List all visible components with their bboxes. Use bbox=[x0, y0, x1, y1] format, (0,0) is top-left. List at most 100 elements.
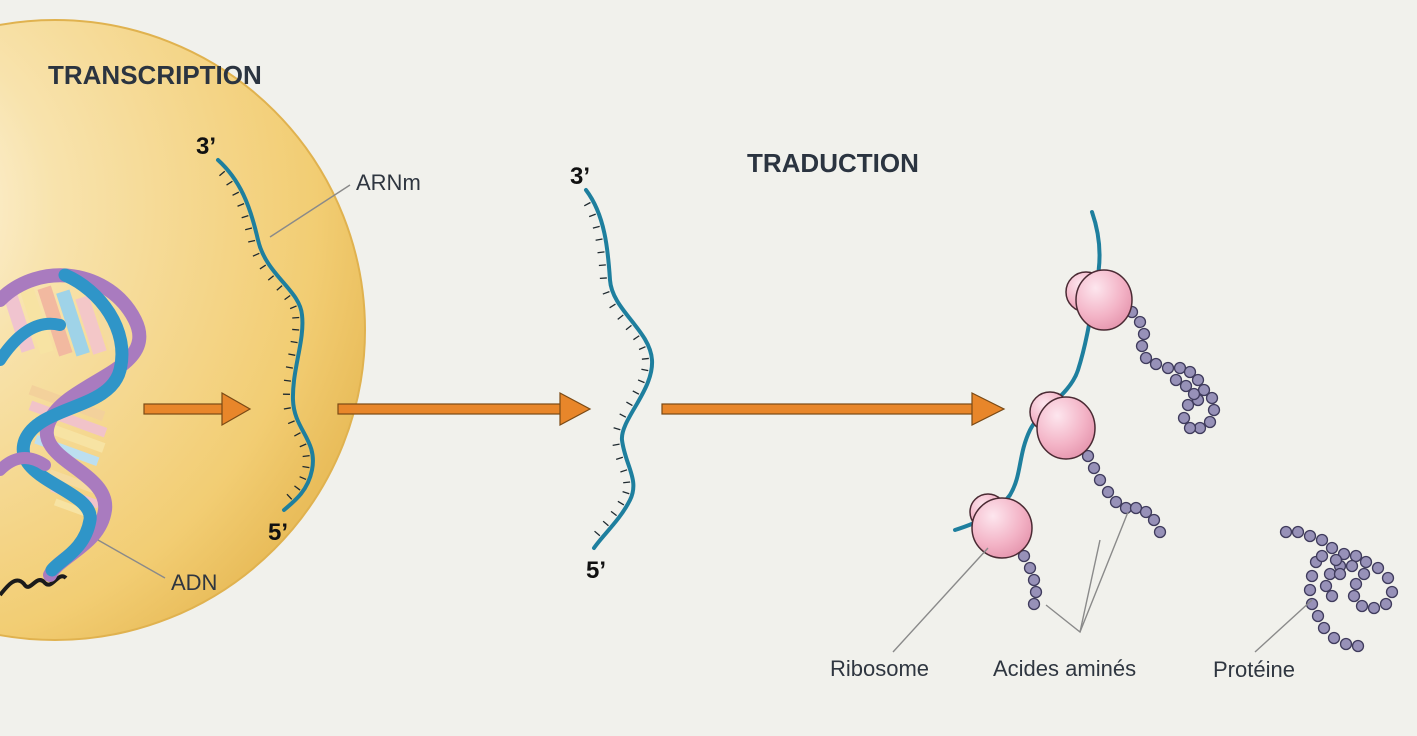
amino-acids-label: Acides aminés bbox=[993, 656, 1136, 681]
protein-bead bbox=[1349, 577, 1363, 591]
arrow-translation bbox=[661, 392, 1006, 426]
nucleotide-tick bbox=[294, 485, 301, 491]
nucleotide-tick bbox=[622, 491, 630, 495]
protein-label: Protéine bbox=[1213, 657, 1295, 682]
amino-acid-bead bbox=[1017, 549, 1031, 563]
nucleotide-tick bbox=[602, 291, 610, 295]
amino-acid-bead bbox=[1137, 327, 1151, 341]
protein-leader bbox=[1254, 599, 1313, 653]
nucleotide-tick bbox=[267, 275, 275, 281]
nucleotide-tick bbox=[283, 379, 292, 382]
ribosome-bottom bbox=[969, 493, 1033, 559]
dna-helix bbox=[0, 268, 147, 597]
protein-bead bbox=[1333, 567, 1347, 581]
arrow-transcription bbox=[143, 391, 252, 427]
amino-acid-bead bbox=[1149, 357, 1163, 371]
amino-acid-bead bbox=[1183, 421, 1197, 435]
protein-bead bbox=[1337, 547, 1351, 561]
protein-bead bbox=[1305, 569, 1319, 583]
protein-bead bbox=[1279, 525, 1293, 539]
amino-acid-bead bbox=[1153, 525, 1167, 539]
amino-acid-bead bbox=[1023, 561, 1037, 575]
protein-bead bbox=[1323, 567, 1337, 581]
amino-acid-bead bbox=[1029, 585, 1043, 599]
nucleotide-tick bbox=[632, 390, 640, 395]
amino-acid-bead bbox=[1205, 391, 1219, 405]
amino-acid-bead bbox=[1161, 361, 1175, 375]
protein-bead bbox=[1357, 567, 1371, 581]
nucleotide-tick bbox=[609, 303, 616, 309]
nucleotide-tick bbox=[286, 493, 293, 500]
protein-chain bbox=[1279, 525, 1399, 653]
ribosome-leader bbox=[892, 547, 989, 653]
nucleotide-tick bbox=[245, 227, 253, 231]
amino-acid-bead bbox=[1193, 421, 1207, 435]
strand-end-3-cytoplasm: 3’ bbox=[570, 163, 590, 190]
nucleotide-tick bbox=[299, 476, 307, 481]
amino-acid-bead bbox=[1101, 485, 1115, 499]
protein-bead bbox=[1355, 599, 1369, 613]
nucleotide-tick bbox=[241, 215, 249, 219]
mrna-strand-cytoplasm bbox=[583, 188, 655, 550]
nucleotide-tick bbox=[641, 357, 649, 360]
protein-bead bbox=[1381, 571, 1395, 585]
protein-bead bbox=[1311, 609, 1325, 623]
nucleotide-tick bbox=[248, 239, 256, 243]
amino-acid-bead bbox=[1191, 373, 1205, 387]
amino-acid-bead bbox=[1109, 495, 1123, 509]
amino-acid-bead bbox=[1135, 339, 1149, 353]
protein-bead bbox=[1317, 621, 1331, 635]
nucleotide-tick bbox=[219, 170, 226, 177]
strand-end-5-cytoplasm: 5’ bbox=[586, 557, 606, 584]
nucleotide-tick bbox=[287, 420, 295, 425]
nucleotide-tick bbox=[276, 285, 283, 291]
nucleotide-tick bbox=[625, 324, 632, 331]
nucleotide-tick bbox=[641, 368, 649, 372]
nucleotide-tick bbox=[252, 252, 260, 257]
protein-bead bbox=[1315, 549, 1329, 563]
amino-acid-bead bbox=[1133, 315, 1147, 329]
amino-acid-bead bbox=[1207, 403, 1221, 417]
amino-acid-bead bbox=[1081, 449, 1095, 463]
arrow-export bbox=[337, 392, 592, 426]
mrna-translated bbox=[953, 210, 1102, 532]
translation-heading: TRADUCTION bbox=[747, 148, 919, 178]
protein-bead bbox=[1303, 583, 1317, 597]
nucleotide-tick bbox=[602, 520, 609, 527]
protein-bead bbox=[1379, 597, 1393, 611]
ribosome-label: Ribosome bbox=[830, 656, 929, 681]
mrna-label: ARNm bbox=[356, 170, 421, 195]
dna-coil bbox=[0, 574, 68, 597]
nucleotide-tick bbox=[232, 191, 240, 196]
transcription-heading: TRANSCRIPTION bbox=[48, 60, 262, 90]
strand-end-3-nuclear: 3’ bbox=[196, 133, 216, 160]
nucleotide-tick bbox=[290, 340, 298, 344]
amino-acid-bead bbox=[1027, 597, 1041, 611]
nucleotide-tick bbox=[289, 305, 297, 310]
protein-bead bbox=[1367, 601, 1381, 615]
nucleotide-tick bbox=[615, 456, 624, 461]
nucleotide-tick bbox=[588, 213, 596, 218]
strand-end-5-nuclear: 5’ bbox=[268, 519, 288, 546]
amino-acid-bead bbox=[1181, 398, 1195, 412]
polypeptide-chains bbox=[1017, 305, 1221, 611]
protein-bead bbox=[1291, 525, 1305, 539]
nucleotide-tick bbox=[594, 530, 601, 537]
amino-acid-bead bbox=[1203, 415, 1217, 429]
amino-acid-bead bbox=[1119, 501, 1133, 515]
protein-bead bbox=[1329, 553, 1343, 567]
ribosome-top bbox=[1065, 269, 1133, 331]
nucleotide-tick bbox=[299, 443, 307, 448]
protein-bead bbox=[1351, 639, 1365, 653]
nucleotide-tick bbox=[284, 294, 291, 301]
nucleotide-tick bbox=[583, 201, 591, 207]
protein-bead bbox=[1305, 597, 1319, 611]
mrna-leader bbox=[269, 184, 351, 238]
nucleotide-tick bbox=[294, 432, 301, 437]
nucleotide-tick bbox=[592, 225, 600, 229]
translation-complex bbox=[953, 210, 1221, 611]
dna-label: ADN bbox=[171, 570, 217, 595]
amino-acid-bead bbox=[1169, 373, 1183, 387]
nucleotide-tick bbox=[237, 203, 245, 207]
